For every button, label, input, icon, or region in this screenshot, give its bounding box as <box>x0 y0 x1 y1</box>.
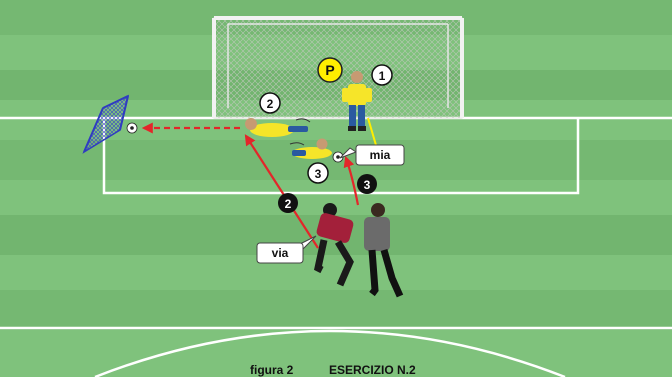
step-number: 3 <box>315 167 322 181</box>
callout-keeper-text: mia <box>370 148 391 162</box>
step-number: 1 <box>379 69 386 83</box>
goalkeeper-marker: P <box>318 58 342 82</box>
figure-caption: figura 2 <box>250 363 294 377</box>
step-marker-defender-header: 2 <box>278 193 298 213</box>
exercise-title: ESERCIZIO N.2 <box>329 363 416 377</box>
callout-defender-text: via <box>272 246 289 260</box>
step-marker-keeper-save: 3 <box>308 163 328 183</box>
step-number: 3 <box>364 178 371 192</box>
step-marker-keeper-dive: 2 <box>260 93 280 113</box>
step-number: 2 <box>285 197 292 211</box>
step-number: 2 <box>267 97 274 111</box>
step-marker-attacker-shot: 3 <box>357 174 377 194</box>
ball-icon <box>127 123 137 133</box>
step-marker-keeper-start: 1 <box>372 65 392 85</box>
goalkeeper-marker-label: P <box>325 62 334 78</box>
